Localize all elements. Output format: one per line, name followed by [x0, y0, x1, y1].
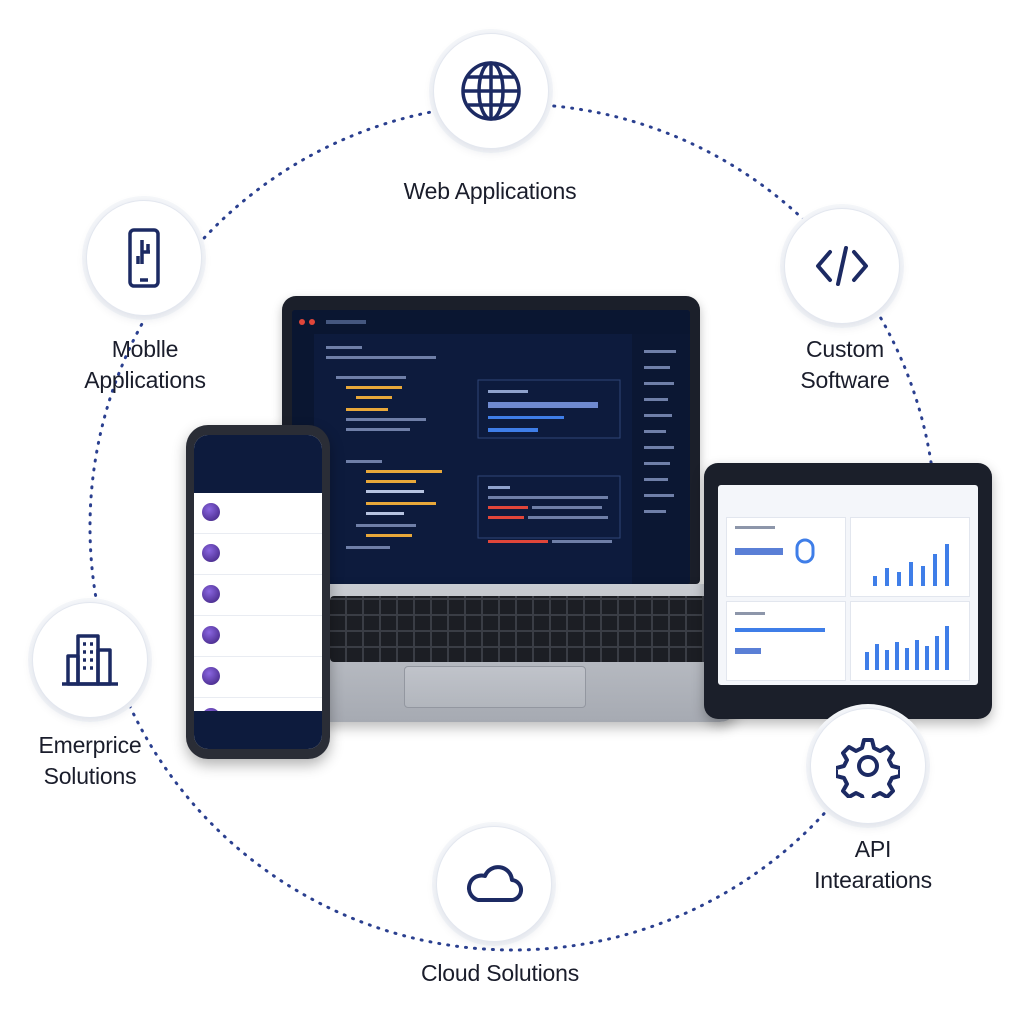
- gear-icon: [836, 738, 900, 798]
- laptop-screen: [292, 310, 690, 584]
- tablet-screen: [718, 485, 978, 685]
- node-web-applications: [433, 33, 549, 149]
- node-mobile-applications: [86, 200, 202, 316]
- tablet-progress-card: [726, 601, 846, 681]
- label-mobile-applications: Moblle Applications: [84, 336, 206, 393]
- phone-icon: [128, 228, 160, 288]
- code-icon: [816, 246, 868, 286]
- laptop-lid: [282, 296, 700, 584]
- phone-list-item: [194, 534, 322, 575]
- laptop-trackpad: [404, 666, 586, 708]
- building-icon: [62, 634, 118, 686]
- tablet-card: [726, 517, 846, 597]
- node-cloud-solutions: [436, 826, 552, 942]
- tablet: [704, 463, 992, 719]
- tablet-bar-chart-graphic: [873, 544, 949, 586]
- phone-list-item: [194, 657, 322, 698]
- phone-list-item: [194, 616, 322, 657]
- laptop-base: [300, 584, 738, 722]
- phone-header: [194, 435, 322, 493]
- smartphone: [186, 425, 330, 759]
- globe-icon: [461, 61, 521, 121]
- node-enterprise-solutions: [32, 602, 148, 718]
- phone-tab-bar: [194, 711, 322, 749]
- phone-list-item: [194, 493, 322, 534]
- node-api-integrations: [810, 708, 926, 824]
- laptop-keyboard: [330, 596, 708, 662]
- tablet-progress-graphic: [735, 612, 825, 654]
- label-custom-software: Custom Software: [800, 336, 890, 393]
- code-editor-screenshot: [292, 310, 690, 584]
- tablet-card-graphic: [735, 526, 815, 564]
- smartphone-screen: [194, 435, 322, 749]
- tablet-bar-chart: [850, 517, 970, 597]
- phone-list-item: [194, 575, 322, 616]
- label-web-applications: Web Applications: [403, 178, 577, 204]
- tablet-bar-chart-2: [850, 601, 970, 681]
- cloud-icon: [467, 865, 523, 903]
- label-enterprise-solutions: Emerprice Solutions: [38, 732, 142, 789]
- label-cloud-solutions: Cloud Solutions: [420, 960, 580, 986]
- tablet-bar-chart-2-graphic: [865, 626, 949, 670]
- node-custom-software: [784, 208, 900, 324]
- label-api-integrations: API Intearations: [814, 836, 932, 893]
